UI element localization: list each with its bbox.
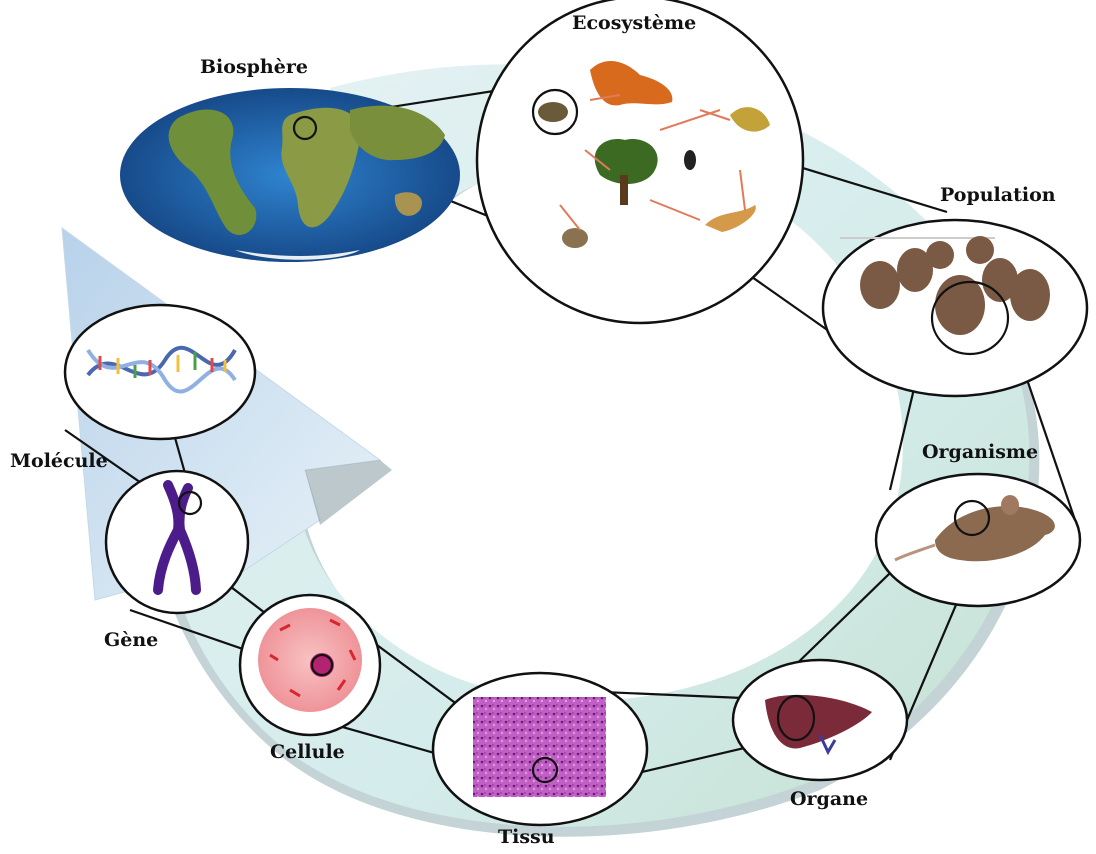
label-tissu: Tissu xyxy=(498,826,555,848)
dna-base-pairs xyxy=(98,352,227,378)
label-gene: Gène xyxy=(104,629,159,651)
chromosome-icon xyxy=(153,480,201,595)
tissue-sample xyxy=(473,697,606,797)
biosphere-globe xyxy=(120,88,460,262)
continent-americas xyxy=(168,109,257,235)
tissue-zoom-ring xyxy=(531,756,559,784)
cell-nucleus xyxy=(310,653,334,677)
food-web-arrows xyxy=(559,94,746,231)
arrow-band xyxy=(180,64,1030,827)
gene-circle xyxy=(104,469,250,615)
beetle-icon xyxy=(684,150,696,170)
continent-australia xyxy=(394,192,422,216)
organism-zoom-ring xyxy=(953,499,991,537)
label-organisme: Organisme xyxy=(922,441,1039,463)
globe-zoom-ring xyxy=(292,115,318,141)
label-molecule: Molécule xyxy=(10,450,108,472)
label-organe: Organe xyxy=(790,788,869,810)
population-zoom-ring xyxy=(930,280,1010,356)
organelles xyxy=(269,618,357,698)
label-ecosysteme: Ecosystème xyxy=(572,12,697,34)
tissue-circle xyxy=(431,671,649,827)
tree-trunk xyxy=(620,175,628,205)
organ-zoom-ring xyxy=(776,694,816,742)
molecule-circle xyxy=(63,303,257,441)
arrow-head-edge xyxy=(305,460,392,525)
organism-circle xyxy=(874,472,1082,608)
mouse-icon xyxy=(935,506,1055,562)
bird-icon xyxy=(730,107,770,132)
mouse-tail xyxy=(894,543,936,562)
gene-zoom-ring xyxy=(177,490,203,516)
label-population: Population xyxy=(940,184,1056,206)
rat-group xyxy=(860,236,1050,335)
worm-icon xyxy=(705,205,756,232)
liver-icon xyxy=(765,694,872,749)
dna-strand-a xyxy=(86,345,237,377)
ecosystem-zoom-ring xyxy=(531,88,579,136)
dna-strand-b xyxy=(86,348,237,394)
label-biosphere: Biosphère xyxy=(200,56,308,78)
fox-icon xyxy=(590,60,673,106)
ecosystem-circle xyxy=(475,0,805,325)
cell-body xyxy=(258,608,362,712)
cell-circle xyxy=(238,593,382,737)
louse-icon xyxy=(562,228,588,248)
liver-vessels xyxy=(818,734,837,756)
continent-antarctica xyxy=(235,250,360,260)
tree-icon xyxy=(594,139,658,185)
mouse-ear xyxy=(1001,495,1019,515)
label-cellule: Cellule xyxy=(270,741,345,763)
cell-zoom-ring xyxy=(310,653,334,677)
organ-circle xyxy=(731,658,909,782)
continent-asia xyxy=(350,105,445,161)
insect-icon xyxy=(538,102,568,122)
population-circle xyxy=(821,218,1089,398)
